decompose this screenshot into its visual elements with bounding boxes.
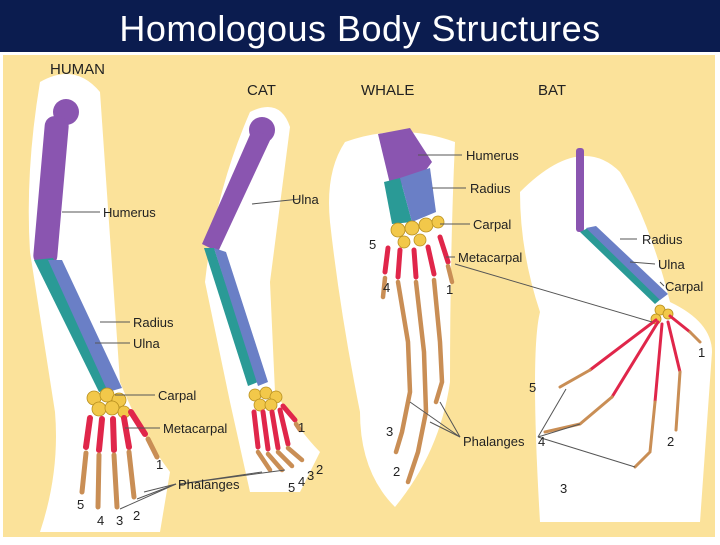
whale-digit-number: 2 [393, 464, 400, 479]
whale-metacarpal-label: Metacarpal [458, 250, 522, 265]
whale-digit-number: 5 [369, 237, 376, 252]
human-digit-number: 4 [97, 513, 104, 528]
human-digit-number: 2 [133, 508, 140, 523]
bat-carpal-label: Carpal [665, 279, 703, 294]
human-label: HUMAN [50, 61, 105, 78]
cat-digit-number: 5 [288, 480, 295, 495]
bat-digit-number: 5 [529, 380, 536, 395]
cat-digit-number: 4 [298, 474, 305, 489]
bat-digit-number: 1 [698, 345, 705, 360]
bat-radius-label: Radius [642, 232, 683, 247]
cat-digit-number: 1 [298, 420, 305, 435]
slide-title: Homologous Body Structures [0, 0, 720, 52]
homology-figure: HUMAN CAT WHALE BAT Humerus Radius Ulna … [0, 52, 720, 540]
human-digit-number: 1 [156, 457, 163, 472]
human-radius-label: Radius [133, 315, 174, 330]
whale-label: WHALE [361, 82, 414, 99]
whale-phalanges-label: Phalanges [463, 434, 525, 449]
whale-digit-number: 4 [383, 280, 390, 295]
human-humerus-label: Humerus [103, 205, 156, 220]
bat-humerus [576, 148, 584, 232]
bat-label: BAT [538, 82, 566, 99]
bat-ulna-label: Ulna [658, 257, 686, 272]
human-digit-number: 3 [116, 513, 123, 528]
human-metacarpal-label: Metacarpal [163, 421, 227, 436]
bat-digit-number: 3 [560, 481, 567, 496]
whale-digit-number: 3 [386, 424, 393, 439]
whale-humerus-label: Humerus [466, 148, 519, 163]
whale-radius-label: Radius [470, 181, 511, 196]
homology-diagram: HUMAN CAT WHALE BAT Humerus Radius Ulna … [0, 52, 720, 540]
human-carpal-label: Carpal [158, 388, 196, 403]
whale-carpal-label: Carpal [473, 217, 511, 232]
whale-digit-number: 1 [446, 282, 453, 297]
human-ulna-label: Ulna [133, 336, 161, 351]
human-digit-number: 5 [77, 497, 84, 512]
bat-digit-number: 4 [538, 434, 545, 449]
cat-digit-number: 3 [307, 468, 314, 483]
bat-digit-number: 2 [667, 434, 674, 449]
cat-digit-number: 2 [316, 462, 323, 477]
cat-label: CAT [247, 82, 276, 99]
cat-ulna-label: Ulna [292, 192, 320, 207]
human-phalanges-label: Phalanges [178, 477, 240, 492]
